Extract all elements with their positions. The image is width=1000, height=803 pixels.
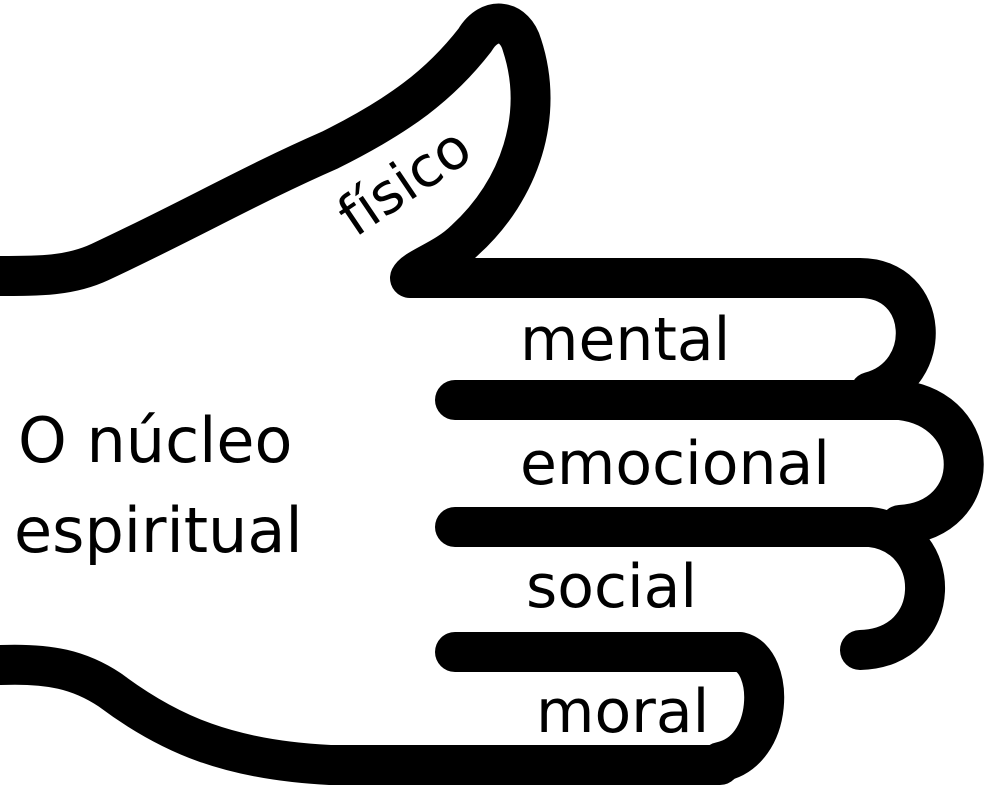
hand-outline-upper bbox=[0, 3, 936, 412]
core-label-line-2: espiritual bbox=[14, 494, 303, 567]
middle-finger-label: emocional bbox=[520, 429, 830, 499]
ring-finger-label: social bbox=[526, 552, 697, 622]
finger-divider-3 bbox=[435, 632, 785, 782]
finger-divider-1 bbox=[435, 380, 984, 545]
core-label-line-1: O núcleo bbox=[18, 404, 293, 477]
hand-outline-lower bbox=[0, 644, 740, 785]
index-finger-label: mental bbox=[520, 305, 730, 375]
little-finger-label: moral bbox=[536, 677, 709, 747]
finger-divider-2 bbox=[435, 507, 945, 670]
